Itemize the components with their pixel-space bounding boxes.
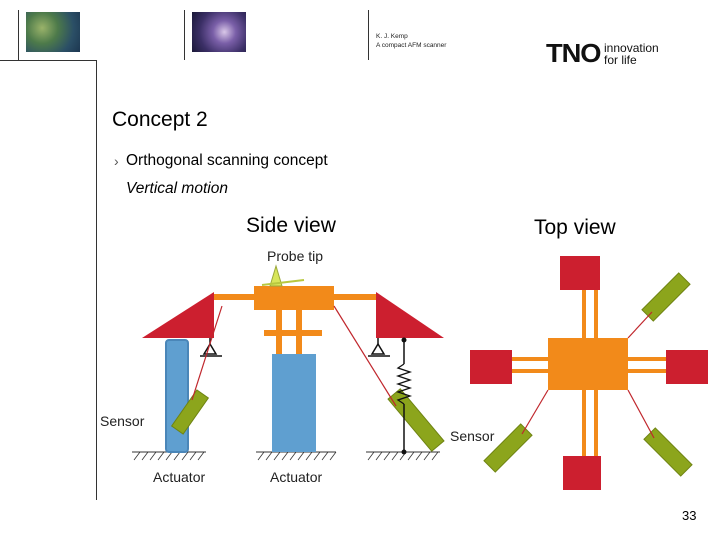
center-actuator: [272, 354, 316, 452]
top-view-block-west: [470, 350, 512, 384]
top-view-block-north: [560, 256, 600, 290]
slide-title: Concept 2: [112, 108, 208, 131]
header-divider-2: [184, 10, 185, 60]
satellite-thumbnail-2: [192, 12, 246, 52]
top-view-center-block: [548, 338, 628, 390]
top-view-block-south: [563, 456, 601, 490]
header-rule: [0, 60, 96, 61]
sensor-line-right: [333, 305, 397, 407]
probe-cantilever: [261, 279, 305, 286]
tno-logo: TNO: [546, 38, 602, 68]
bullet-text: Orthogonal scanning concept: [126, 152, 328, 169]
sensor-left-label: Sensor: [100, 413, 145, 429]
ground-hatch-center: [256, 451, 337, 461]
side-view-label: Side view: [246, 214, 336, 237]
top-view-sensor-ne: [641, 272, 691, 322]
presentation-subject: A compact AFM scanner: [376, 42, 447, 49]
satellite-thumbnail-1: [26, 12, 80, 52]
tagline-line-1: innovation: [604, 41, 659, 55]
ground-hatch-left: [132, 451, 206, 461]
left-triangle: [142, 292, 214, 338]
probe-tip-label: Probe tip: [267, 248, 324, 264]
actuator-right-label: Actuator: [270, 469, 323, 485]
content-left-border: [96, 60, 97, 500]
right-sensor: [387, 388, 445, 452]
sensor-line-left: [191, 305, 223, 401]
tno-tagline: innovation for life: [604, 42, 659, 66]
top-view-block-east: [666, 350, 708, 384]
spring-coil: [395, 363, 413, 405]
bullet-chevron-icon: ›: [114, 153, 119, 169]
top-view-line-ne: [627, 311, 653, 339]
ground-hatch-right: [366, 451, 440, 461]
top-view-sensor-sw: [483, 423, 533, 473]
sensor-right-label: Sensor: [450, 428, 495, 444]
header-meta: K. J. Kemp A compact AFM scanner: [376, 32, 446, 50]
pivot-right: [368, 338, 390, 357]
header-divider-3: [368, 10, 369, 60]
beam-right: [334, 294, 376, 300]
spring-top-joint: [401, 337, 407, 343]
author-name: K. J. Kemp: [376, 33, 408, 40]
right-triangle: [376, 292, 444, 338]
probe-tip: [269, 264, 283, 287]
top-view-line-sw: [521, 389, 549, 435]
platform-foot: [264, 330, 322, 336]
left-actuator-column: [165, 339, 189, 453]
header-divider-1: [18, 10, 19, 60]
top-view-label: Top view: [534, 216, 616, 239]
beam-left: [212, 294, 256, 300]
probe-platform: [254, 286, 334, 310]
top-view-arms: [510, 286, 666, 458]
left-sensor: [170, 389, 210, 435]
top-view-line-se: [627, 389, 655, 439]
actuator-left-label: Actuator: [153, 469, 206, 485]
spring-bottom-joint: [401, 449, 407, 455]
top-view-sensor-se: [643, 427, 693, 477]
slide-subtitle: Vertical motion: [126, 180, 228, 197]
tagline-line-2: for life: [604, 53, 637, 67]
page-number: 33: [682, 508, 697, 523]
